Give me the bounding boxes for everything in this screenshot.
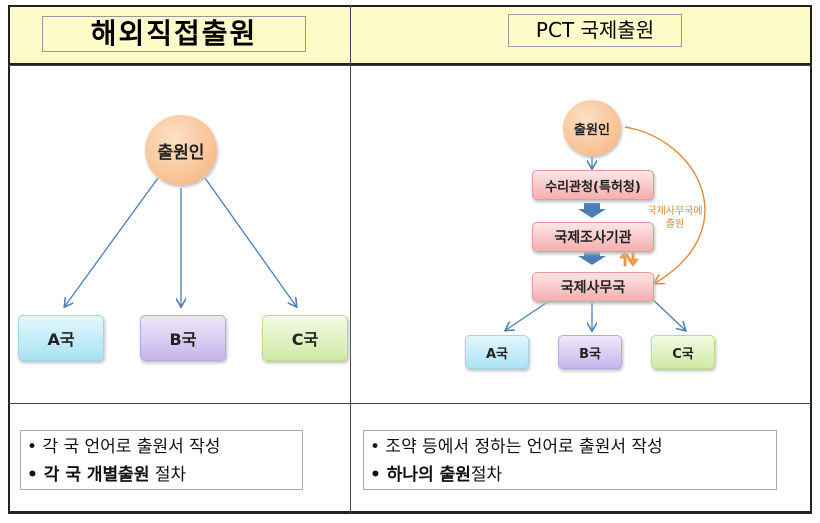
left-note-2: • 각 국 개별출원 절차	[27, 461, 296, 489]
direct-filing-label-line2: 출원	[665, 219, 685, 230]
left-country-a: A국	[18, 315, 104, 361]
right-note-1: • 조약 등에서 정하는 언어로 출원서 작성	[370, 437, 663, 457]
right-notes: • 조약 등에서 정하는 언어로 출원서 작성 • 하나의 출원절차	[363, 430, 777, 490]
right-country-b: B국	[558, 335, 622, 369]
right-title: PCT 국제출원	[508, 14, 682, 47]
search-authority-node: 국제조사기관	[532, 222, 654, 252]
receiving-office-node: 수리관청(특허청)	[532, 170, 654, 200]
left-note-2-bold: • 각 국 개별출원	[27, 465, 150, 485]
bidirectional-arrow-icon	[619, 250, 639, 267]
right-country-a: A국	[465, 335, 529, 369]
left-notes: • 각 국 언어로 출원서 작성 • 각 국 개별출원 절차	[20, 430, 303, 490]
left-note-1: • 각 국 언어로 출원서 작성	[27, 437, 221, 457]
right-applicant-node: 출원인	[563, 100, 621, 156]
left-applicant-node: 출원인	[145, 115, 217, 185]
international-bureau-node: 국제사무국	[532, 272, 654, 302]
right-note-2-rest: 절차	[470, 465, 503, 485]
down-arrow-icon	[578, 250, 606, 265]
column-divider	[350, 5, 351, 514]
row-divider	[8, 65, 812, 66]
left-country-b: B국	[140, 315, 226, 361]
direct-filing-label-line1: 국제사무국에	[647, 206, 703, 217]
arrow-to-a	[65, 177, 159, 306]
right-country-c: C국	[651, 335, 715, 369]
left-country-c: C국	[262, 315, 348, 361]
left-note-2-rest: 절차	[149, 465, 187, 485]
down-arrow-icon	[578, 203, 606, 218]
direct-filing-arrow	[624, 126, 706, 283]
right-note-2-bold: • 하나의 출원	[370, 465, 471, 485]
left-title: 해외직접출원	[42, 16, 306, 52]
arrow-to-c	[204, 177, 296, 306]
right-note-2: • 하나의 출원절차	[370, 461, 770, 489]
row-divider	[8, 403, 812, 404]
